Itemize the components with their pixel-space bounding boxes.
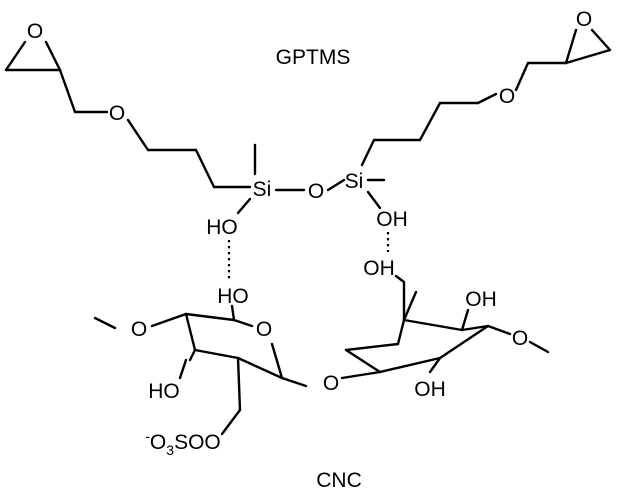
- methoxy-oxygen-right: O: [512, 327, 528, 350]
- ether-oxygen-right: O: [499, 85, 515, 108]
- silicon-right: Si: [345, 170, 364, 193]
- methoxy-oxygen-left: O: [131, 318, 147, 341]
- left-epoxide: O: [4, 20, 62, 72]
- glycosidic-oxygen: O: [323, 372, 339, 395]
- ring1-hydroxyl-c3: HO: [148, 380, 180, 403]
- right-epoxide: O: [564, 8, 612, 65]
- glucose-ring-right: [344, 274, 550, 374]
- silanol-left: HO: [206, 216, 238, 239]
- glucose-ring-left: O O: [93, 304, 308, 436]
- ring-oxygen: O: [256, 318, 272, 341]
- ring2-hydroxyl-bottom: OH: [414, 378, 446, 401]
- right-propyl-chain: O: [372, 61, 568, 142]
- sulfate-ester: -O3SOO: [145, 428, 221, 458]
- epoxide-oxygen-right: O: [576, 8, 592, 31]
- ring1-hydroxyl-c1: HO: [217, 285, 249, 308]
- gptms-label: GPTMS: [276, 46, 351, 69]
- left-propyl-chain: O: [58, 68, 252, 189]
- ether-oxygen-left: O: [109, 102, 125, 125]
- silanol-right: OH: [376, 208, 408, 231]
- siloxane-oxygen: O: [308, 180, 324, 203]
- cnc-molecule: O O HO HO -O3SOO O: [93, 257, 550, 492]
- epoxide-oxygen-left: O: [27, 20, 43, 43]
- ring2-hydroxymethyl: OH: [363, 257, 395, 280]
- gptms-molecule: O O Si O Si O: [4, 8, 612, 239]
- sulfate-group: -O3SOO: [145, 428, 221, 458]
- hydrogen-bonds: [227, 232, 390, 282]
- ring2-hydroxyl-top: OH: [465, 288, 497, 311]
- silicon-left: Si: [253, 178, 272, 201]
- cnc-label: CNC: [316, 469, 362, 492]
